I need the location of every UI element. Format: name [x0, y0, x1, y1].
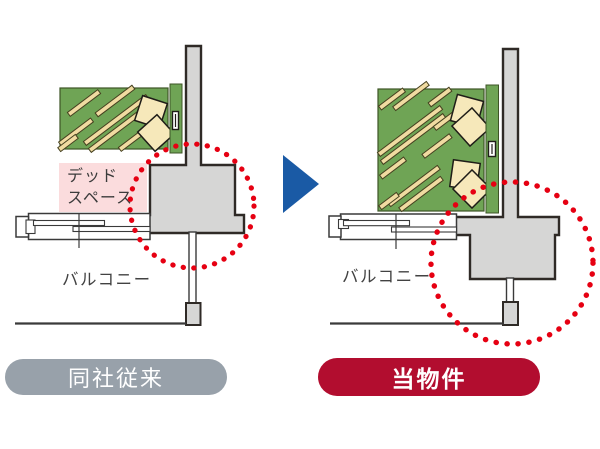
wood-plank: [379, 112, 447, 166]
wood-plank: [378, 191, 400, 211]
wood-plank: [392, 80, 430, 112]
wood-plank: [421, 133, 453, 159]
cushion-square: [450, 106, 492, 148]
wood-plank: [376, 104, 444, 158]
dead-space-line2: スペース: [67, 190, 134, 207]
wood-plank: [377, 87, 407, 111]
wood-plank: [57, 133, 79, 153]
left-wood-planks: [57, 84, 155, 154]
wood-plank: [378, 156, 408, 180]
right-balcony-label: バルコニー: [342, 268, 432, 286]
right-sash-pane-1: [342, 219, 411, 227]
left-sash-pane-1: [32, 219, 106, 227]
dead-space-line1: デッド: [67, 168, 119, 185]
left-railing-post: [185, 302, 202, 326]
wood-plank: [66, 88, 102, 118]
wood-plank: [387, 164, 441, 208]
left-balcony-label: バルコニー: [62, 271, 152, 289]
wood-plank: [427, 86, 453, 108]
left-sash-end-nub: [25, 219, 36, 235]
conventional-badge: 同社従来: [5, 359, 227, 395]
this-property-badge: 当物件: [318, 358, 540, 396]
wood-plank: [57, 117, 95, 147]
dead-space-label-box: デッド スペース: [59, 163, 147, 212]
wood-plank: [94, 84, 136, 118]
